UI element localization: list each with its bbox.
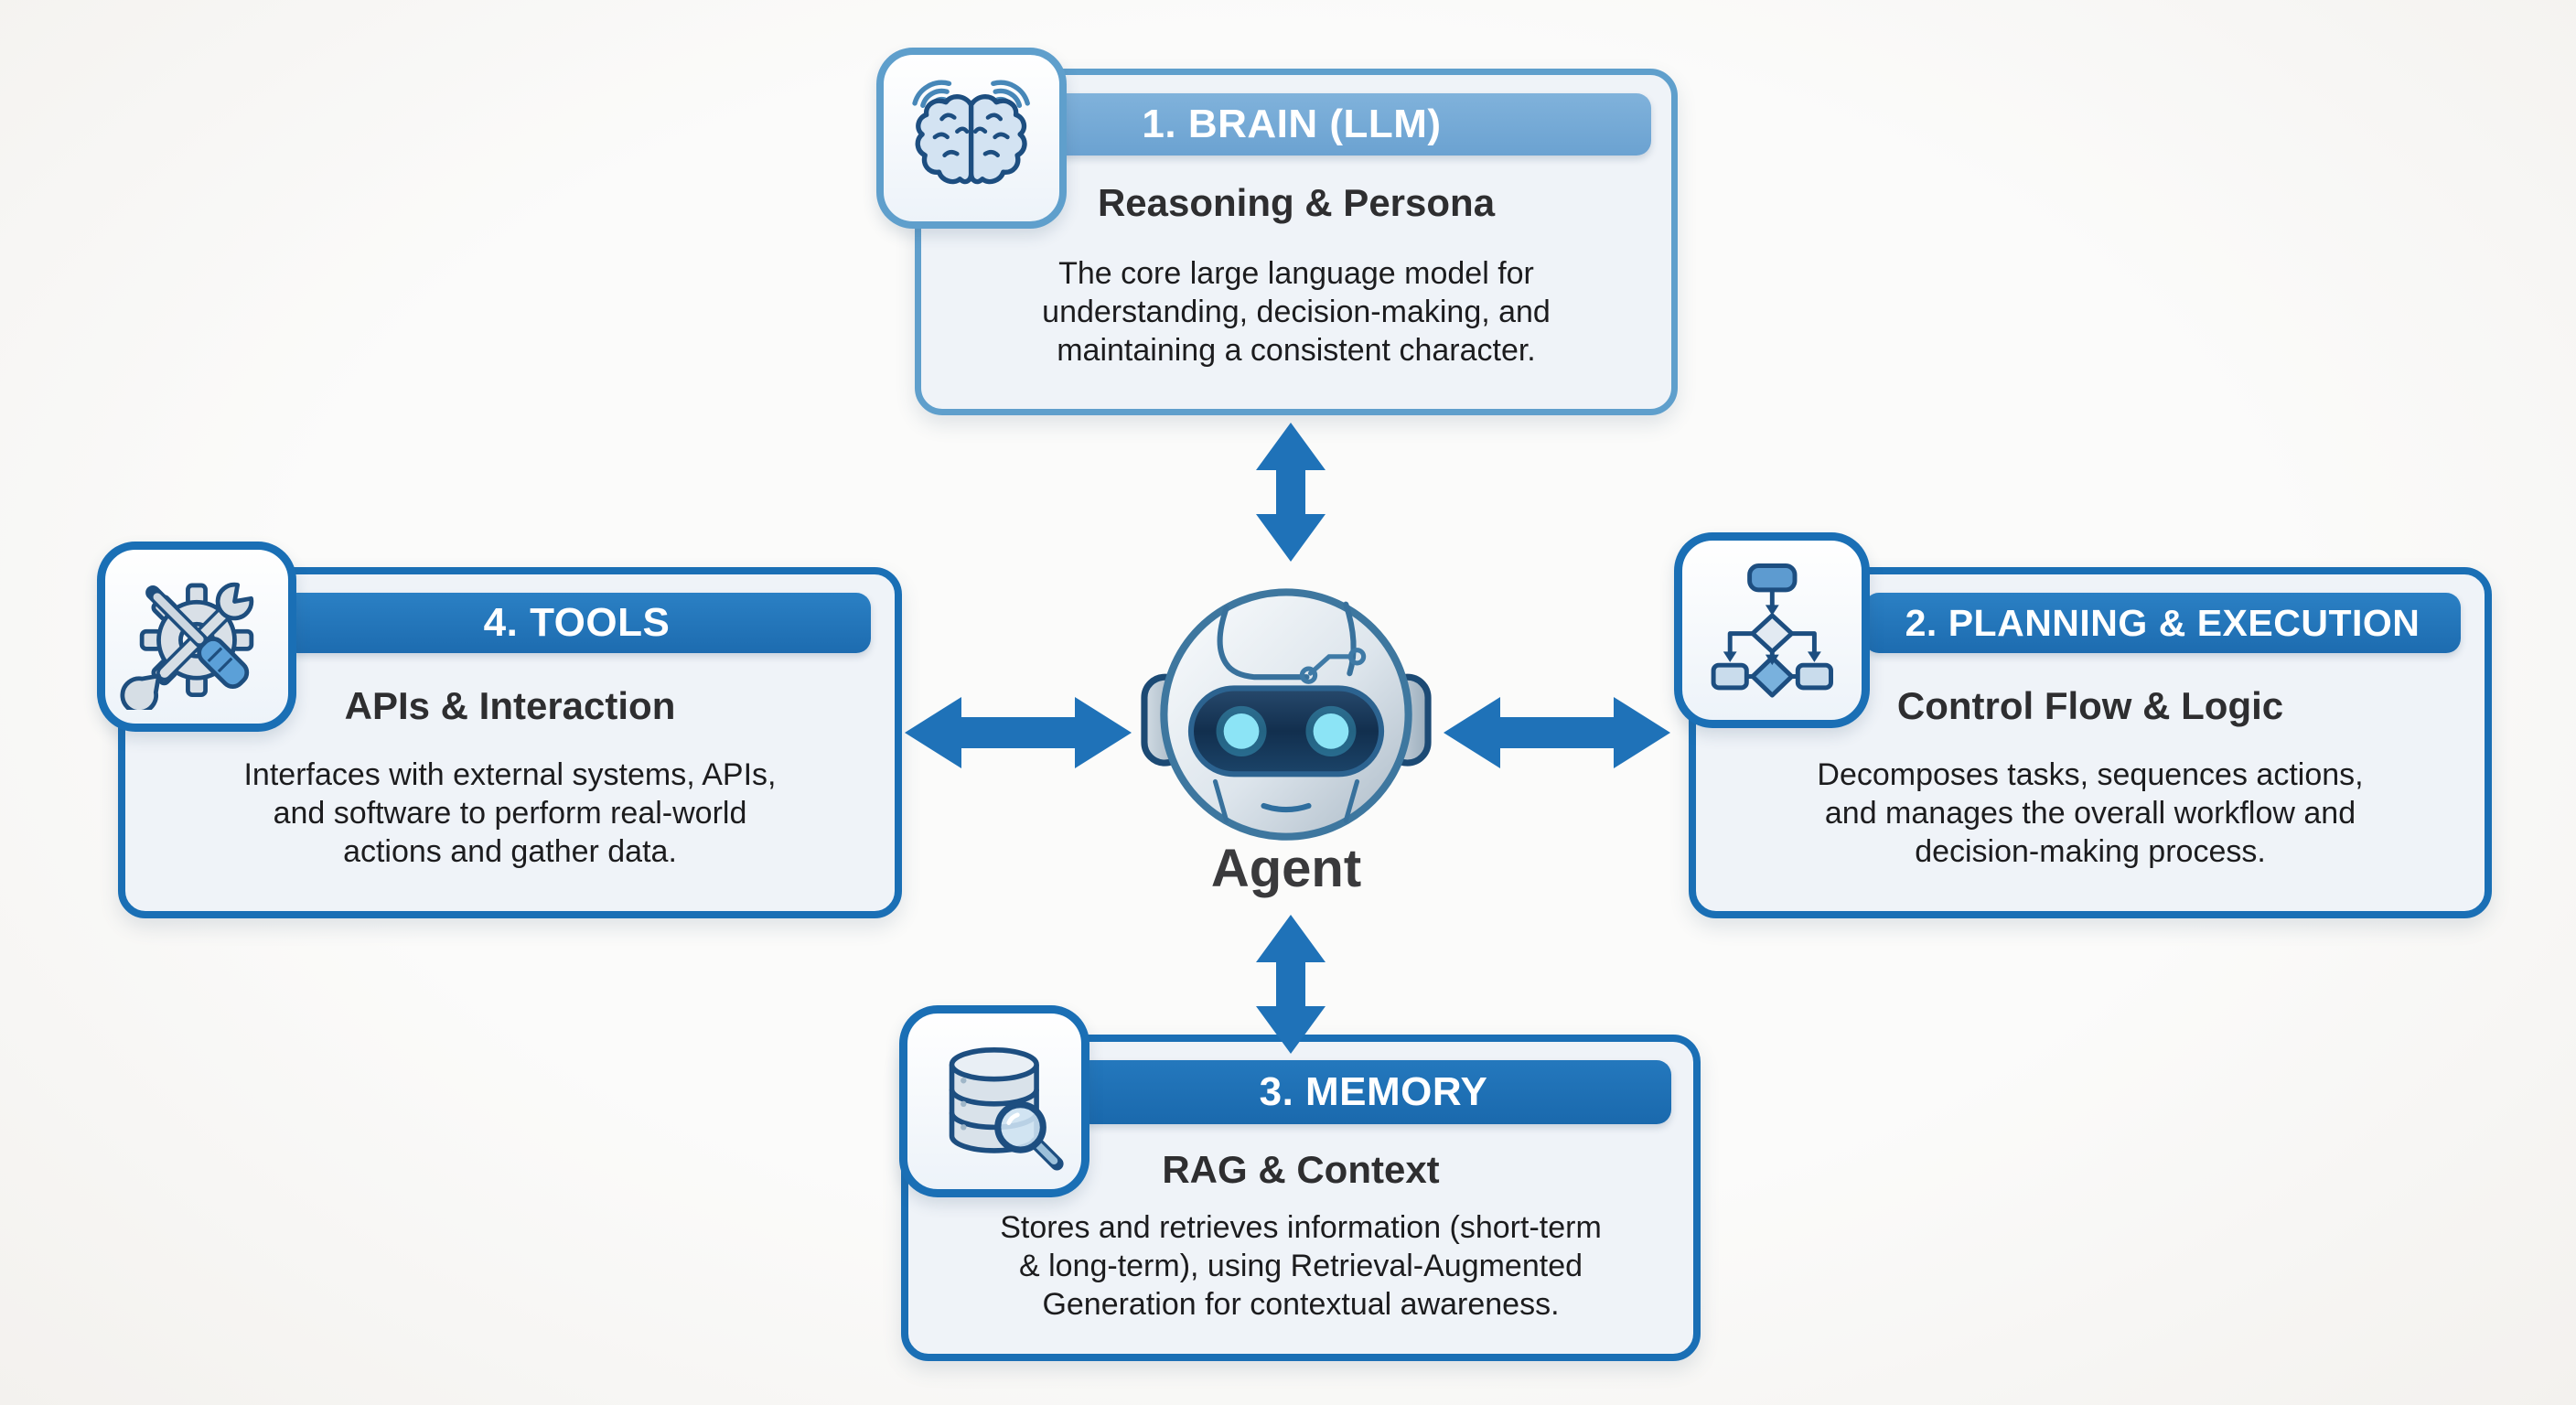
card-tools-title-banner: 4. TOOLS xyxy=(283,593,871,653)
arrow-agent-memory-icon xyxy=(1249,913,1333,1056)
flowchart-icon-tile xyxy=(1674,532,1870,728)
arrow-brain-agent-icon xyxy=(1249,421,1333,563)
card-planning-title-banner: 2. PLANNING & EXECUTION xyxy=(1864,593,2461,653)
card-planning-title: 2. PLANNING & EXECUTION xyxy=(1905,601,2420,644)
card-tools: 4. TOOLS APIs & Interaction Interfaces w… xyxy=(118,567,902,918)
arrow-tools-agent-icon xyxy=(903,692,1133,774)
brain-icon-tile xyxy=(876,48,1067,229)
card-planning: 2. PLANNING & EXECUTION Control Flow & L… xyxy=(1689,567,2492,918)
card-brain-description: The core large language model for unders… xyxy=(1042,256,1551,368)
card-brain-title: 1. BRAIN (LLM) xyxy=(1142,102,1442,146)
card-planning-subtitle: Control Flow & Logic xyxy=(1896,684,2284,727)
gear-wrench-icon xyxy=(120,582,254,710)
database-search-icon xyxy=(949,1047,1064,1171)
card-memory-title: 3. MEMORY xyxy=(1259,1069,1488,1114)
card-memory-subtitle: RAG & Context xyxy=(1162,1148,1440,1191)
card-tools-description: Interfaces with external systems, APIs, … xyxy=(243,757,777,869)
card-memory-description: Stores and retrieves information (short-… xyxy=(1000,1210,1602,1322)
card-planning-description: Decomposes tasks, sequences actions, and… xyxy=(1817,757,2364,869)
card-tools-title: 4. TOOLS xyxy=(483,600,671,645)
brain-icon xyxy=(912,80,1031,184)
card-brain-subtitle: Reasoning & Persona xyxy=(1097,181,1496,224)
tools-icon-tile xyxy=(97,542,296,732)
robot-icon xyxy=(1141,588,1432,841)
database-icon-tile xyxy=(899,1005,1089,1197)
card-tools-subtitle: APIs & Interaction xyxy=(344,684,676,727)
agent-figure xyxy=(1134,573,1438,853)
flowchart-icon xyxy=(1711,563,1833,698)
arrow-agent-planning-icon xyxy=(1442,692,1672,774)
card-memory-title-banner: 3. MEMORY xyxy=(1076,1060,1671,1124)
agent-label: Agent xyxy=(1210,839,1362,898)
